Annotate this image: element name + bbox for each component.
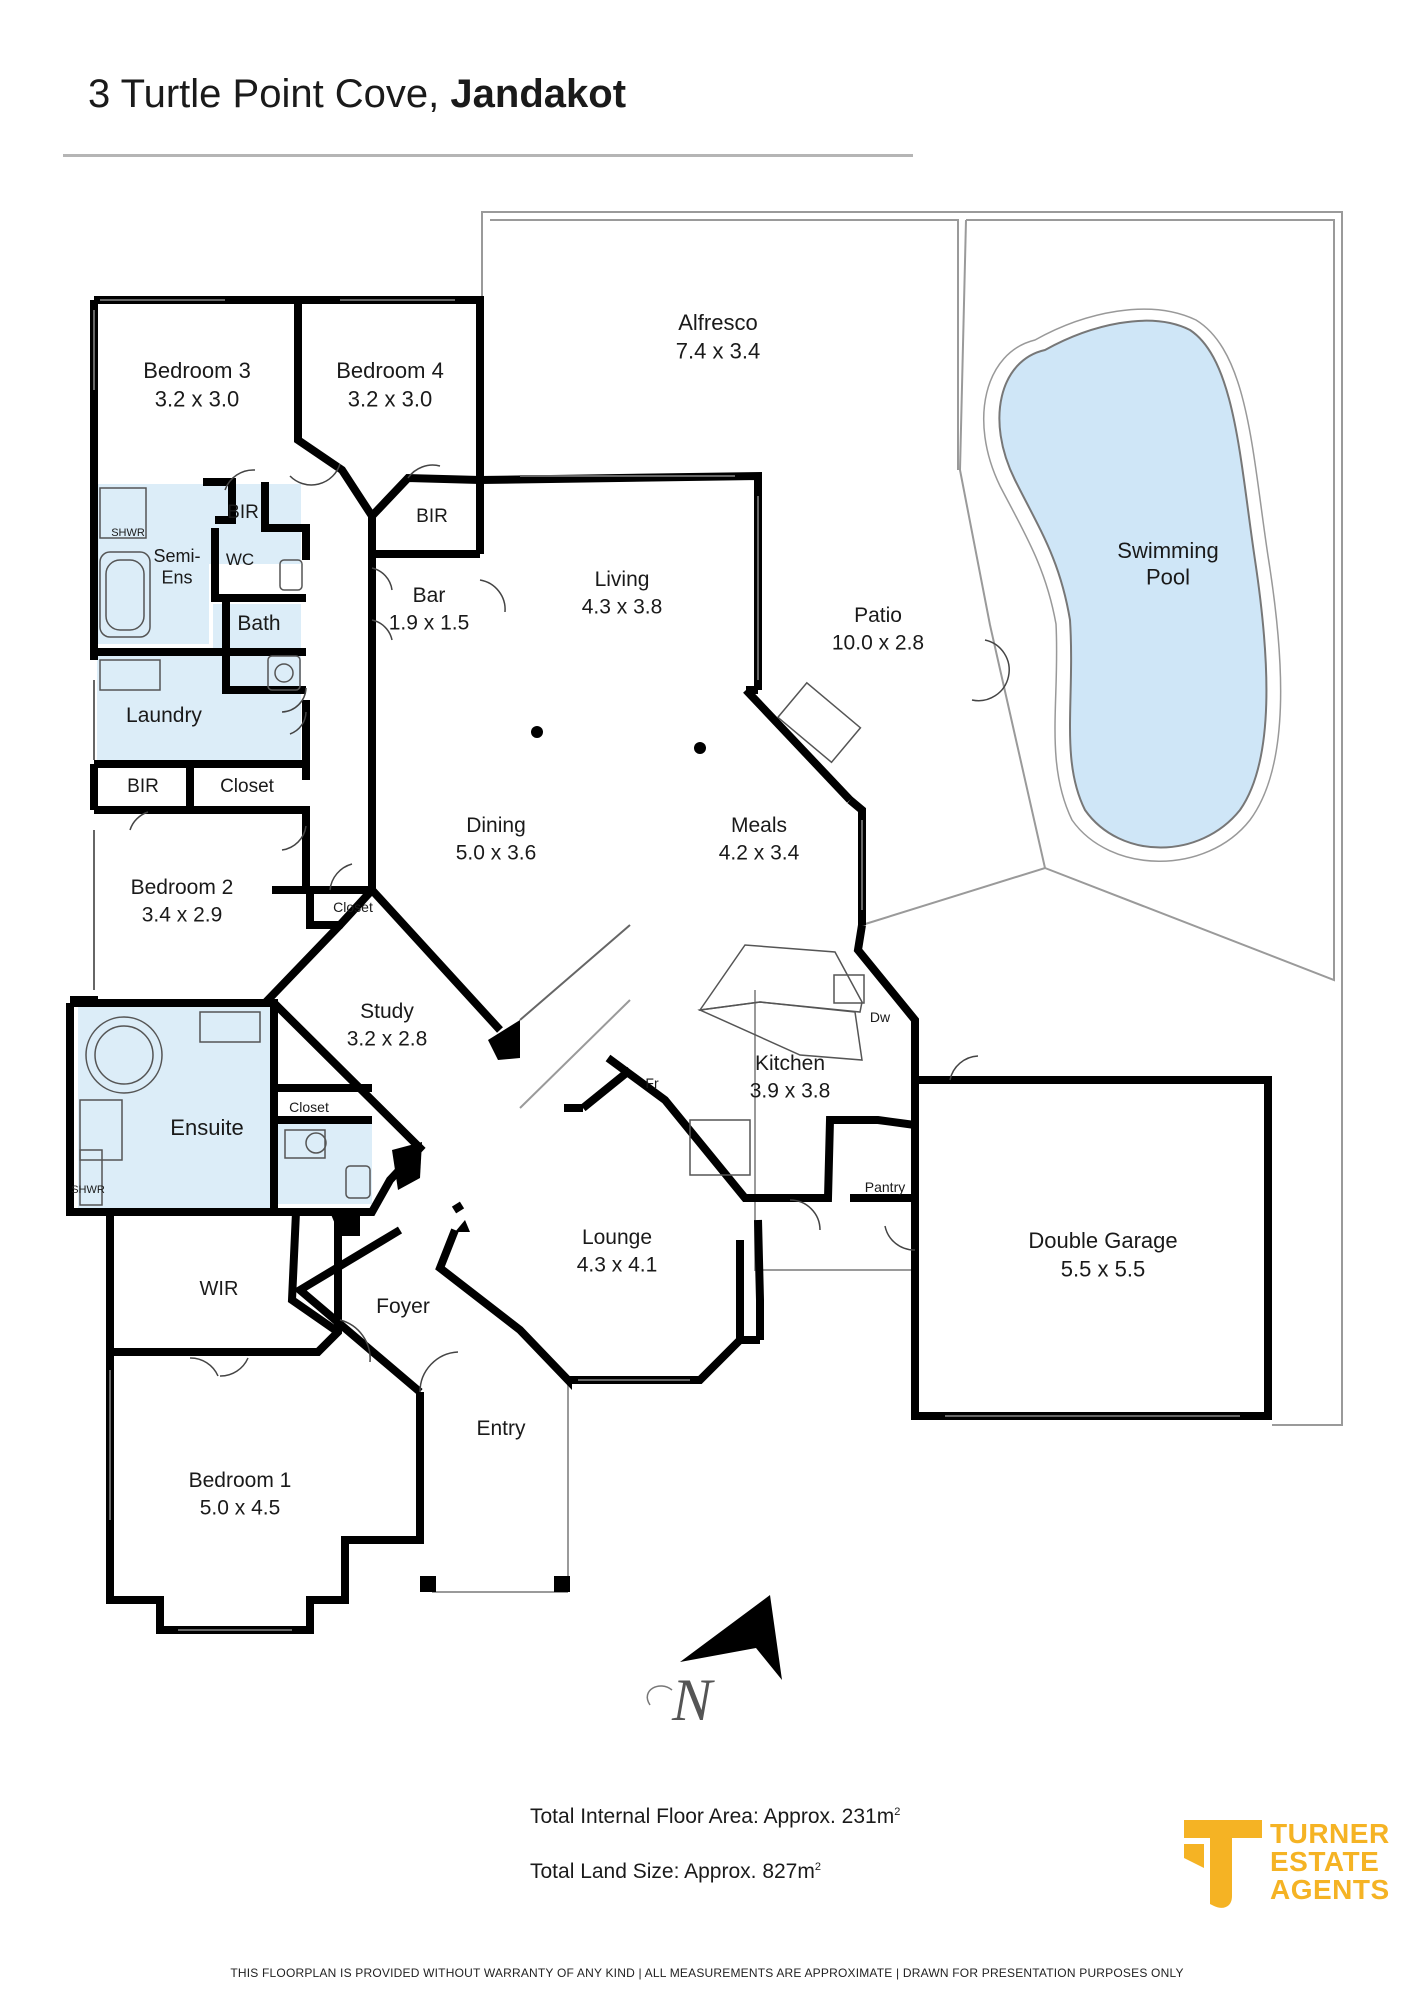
room-label-entry: Entry (476, 1417, 526, 1440)
outdoor-boundary (432, 211, 1343, 1593)
room-label-wir: WIR (200, 1278, 239, 1300)
room-label-closet-a: Closet (220, 776, 275, 797)
door-swings (129, 463, 1010, 1393)
brand-name: TURNER ESTATE AGENTS (1270, 1818, 1390, 1905)
room-size-bar: 1.9 x 1.5 (389, 611, 470, 634)
room-size-patio: 10.0 x 2.8 (832, 631, 924, 654)
room-label-bath: Bath (237, 612, 280, 635)
room-size-living: 4.3 x 3.8 (582, 595, 663, 618)
swimming-pool (998, 319, 1268, 849)
wall-blocks (330, 1020, 570, 1592)
room-label-shwr-b: SHWR (71, 1184, 105, 1196)
room-size-study: 3.2 x 2.8 (347, 1027, 428, 1050)
windows (93, 299, 1240, 1631)
room-label-fr: Fr (645, 1075, 659, 1091)
header-divider (63, 154, 913, 157)
fixtures (79, 487, 865, 1206)
room-label-bir-b: BIR (416, 506, 448, 527)
room-size-bedroom4: 3.2 x 3.0 (348, 387, 432, 412)
room-label-bir-a: BIR (227, 502, 259, 523)
room-size-kitchen: 3.9 x 3.8 (750, 1079, 831, 1102)
room-size-dining: 5.0 x 3.6 (456, 841, 537, 864)
room-size-double-garage: 5.5 x 5.5 (1061, 1257, 1145, 1282)
turner-logo-icon (1184, 1820, 1262, 1908)
address-street: 3 Turtle Point Cove, (88, 72, 451, 116)
disclaimer: THIS FLOORPLAN IS PROVIDED WITHOUT WARRA… (230, 1966, 1184, 1980)
room-size-meals: 4.2 x 3.4 (719, 841, 800, 864)
room-label-dw: Dw (870, 1009, 891, 1025)
room-label-semi-ens: Semi-Ens (153, 546, 200, 588)
room-label-closet-c: Closet (289, 1099, 329, 1115)
room-size-alfresco: 7.4 x 3.4 (676, 339, 760, 364)
room-size-bedroom3: 3.2 x 3.0 (155, 387, 239, 412)
address-suburb: Jandakot (450, 72, 627, 116)
room-label-bir-c: BIR (127, 776, 159, 797)
room-size-bedroom2: 3.4 x 2.9 (142, 903, 223, 926)
room-label-pantry: Pantry (865, 1179, 905, 1195)
internal-area: Total Internal Floor Area: Approx. 231m2 (530, 1805, 901, 1828)
property-address: 3 Turtle Point Cove, Jandakot (88, 72, 626, 117)
svg-text:N: N (671, 1667, 715, 1733)
room-label-foyer: Foyer (376, 1295, 430, 1318)
room-size-lounge: 4.3 x 4.1 (577, 1253, 658, 1276)
room-label-ensuite: Ensuite (170, 1115, 243, 1140)
room-label-wc: WC (226, 550, 254, 569)
room-label-closet-b: Closet (333, 899, 373, 915)
room-size-bedroom1: 5.0 x 4.5 (200, 1496, 281, 1519)
land-size: Total Land Size: Approx. 827m2 (530, 1860, 821, 1883)
north-arrow-icon: N (646, 1595, 782, 1733)
room-label-shwr-a: SHWR (111, 527, 145, 539)
room-label-laundry: Laundry (126, 704, 202, 727)
